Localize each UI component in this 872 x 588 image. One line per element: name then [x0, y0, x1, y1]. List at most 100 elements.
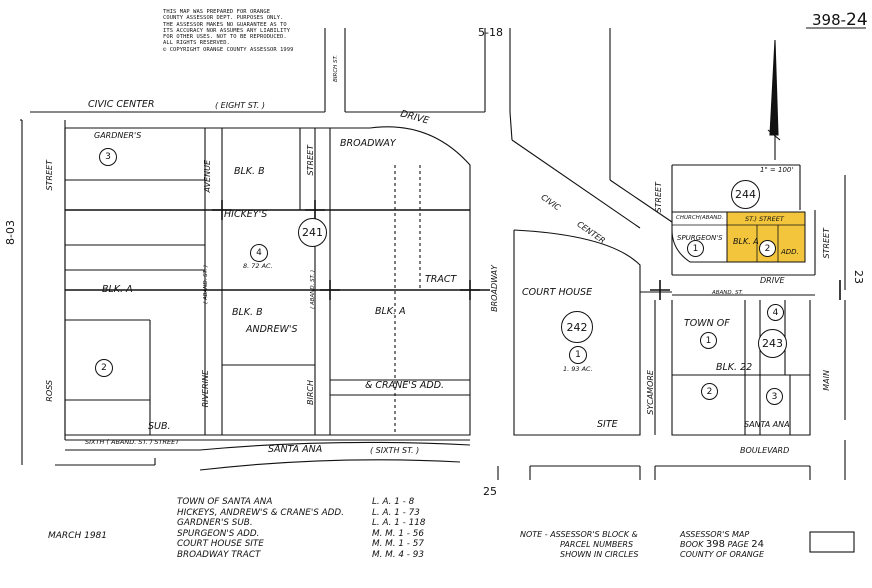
- note: NOTE - ASSESSOR'S BLOCK & PARCEL NUMBERS…: [520, 530, 638, 560]
- parcel-circle: 1: [569, 346, 587, 364]
- map-ref-prefix: 398-: [812, 11, 847, 29]
- legend-name: BROADWAY TRACT: [177, 549, 261, 560]
- parcel-circle: 4: [250, 244, 268, 262]
- block-b-mid: BLK. B: [232, 307, 263, 318]
- legend-row: COURT HOUSE SITE M. M. 1 - 57: [177, 539, 425, 550]
- town-of-santa-ana-block: [671, 300, 811, 436]
- book-reference: ASSESSOR'S MAP BOOK 398 PAGE 24 COUNTY O…: [680, 530, 764, 560]
- disclaimer-line: FOR OTHER USES. NOT TO BE REPRODUCED.: [163, 34, 287, 41]
- legend-ref: M. M. 1 - 56: [372, 528, 424, 539]
- street-st-street: ST.) STREET: [745, 215, 784, 223]
- street-sixth: SIXTH ( ABAND. ST. ) STREET: [85, 438, 180, 446]
- street-santa-ana: SANTA ANA: [268, 444, 323, 455]
- street-broadway: BROADWAY: [490, 265, 499, 312]
- street-boulevard: BOULEVARD: [740, 446, 790, 455]
- street-eight-st: ( EIGHT ST. ): [215, 101, 265, 110]
- page-label: PAGE: [727, 540, 749, 549]
- page-number: 24: [751, 539, 764, 550]
- legend-name: GARDNER'S SUB.: [177, 518, 253, 529]
- street-ross-street: STREET: [45, 160, 54, 191]
- street-aband-st: ( ABAND. ST. ): [203, 265, 209, 304]
- disclaimer-line: © COPYRIGHT ORANGE COUNTY ASSESSOR 1999: [163, 46, 294, 53]
- parcel-circle: 3: [99, 148, 117, 166]
- legend-row: HICKEYS, ANDREW'S & CRANE'S ADD.L. A. 1 …: [177, 508, 425, 519]
- parcel-circle: 3: [766, 388, 783, 405]
- parcel-circle-large: 244: [731, 180, 760, 209]
- legend-name: SPURGEON'S ADD.: [177, 528, 260, 539]
- legend-ref: L. A. 1 - 8: [372, 497, 415, 507]
- map-ref-number: 24: [846, 10, 868, 30]
- block-b-top: BLK. B: [234, 166, 265, 177]
- tract-add: ADD.: [781, 248, 799, 256]
- tract-broadway: BROADWAY: [340, 138, 396, 149]
- legend: TOWN OF SANTA ANA L. A. 1 - 8 HICKEYS, AN…: [177, 497, 425, 561]
- legend-ref: M. M. 4 - 93: [372, 549, 424, 560]
- parcel-circle: 2: [759, 240, 776, 257]
- book-line: COUNTY OF ORANGE: [680, 550, 765, 559]
- parcel-acres-court: 1. 93 AC.: [563, 365, 593, 373]
- parcel-circle: 1: [687, 240, 704, 257]
- parcel-circle-large: 243: [758, 329, 787, 358]
- street-ross: ROSS: [45, 380, 54, 402]
- street-avenue: AVENUE: [203, 160, 212, 193]
- map-date: MARCH 1981: [48, 531, 107, 541]
- street-sycamore: SYCAMORE: [646, 370, 655, 415]
- tract-site: SITE: [597, 419, 618, 430]
- parcel-circle: 2: [95, 359, 113, 377]
- tract-court-house: COURT HOUSE: [522, 287, 593, 298]
- tract-cranes: & CRANE'S ADD.: [365, 380, 445, 391]
- adjacent-map-right: 23: [852, 270, 865, 284]
- parcel-circle: 1: [700, 332, 717, 349]
- adjacent-map-bottom: 25: [483, 485, 497, 498]
- disclaimer-line: THIS MAP WAS PREPARED FOR ORANGE: [163, 9, 271, 15]
- book-line: ASSESSOR'S MAP: [680, 530, 750, 539]
- book-label: BOOK: [680, 540, 704, 549]
- street-church-aband: CHURCH(ABAND.: [676, 215, 724, 221]
- disclaimer-line: THE ASSESSOR MAKES NO GUARANTEE AS TO: [163, 21, 287, 28]
- street-aband-st-right: ABAND. ST.: [712, 290, 744, 296]
- parcel-circle-large: 242: [561, 311, 593, 343]
- legend-row: SPURGEON'S ADD. M. M. 1 - 56: [177, 529, 425, 540]
- legend-row: TOWN OF SANTA ANA L. A. 1 - 8: [177, 497, 425, 508]
- legend-ref: L. A. 1 - 73: [372, 507, 420, 518]
- parcel-circle: 2: [701, 383, 718, 400]
- legend-name: COURT HOUSE SITE: [177, 539, 264, 550]
- street-civic-center: CIVIC CENTER: [88, 99, 155, 110]
- street-birch-north: STREET: [306, 145, 315, 176]
- adjacent-map-left: 8-03: [4, 220, 17, 245]
- court-house-block: [513, 229, 641, 436]
- parcel-acres-4: 8. 72 AC.: [243, 262, 273, 270]
- book-line: BOOK 398 PAGE 24: [680, 540, 764, 550]
- tract-gardners-sub: SUB.: [148, 421, 171, 432]
- street-sycamore-street: STREET: [654, 182, 663, 213]
- street-main: MAIN: [822, 370, 831, 391]
- street-santa-ana-right: SANTA ANA: [744, 420, 790, 429]
- disclaimer-line: ITS ACCURACY NOR ASSUMES ANY LIABILITY: [163, 27, 291, 34]
- adjacent-map-top: 5-18: [478, 26, 503, 39]
- block-a-right: BLK. A: [375, 306, 406, 317]
- legend-name: TOWN OF SANTA ANA: [177, 497, 273, 507]
- block-22: BLK. 22: [716, 362, 753, 373]
- street-riverine: RIVERINE: [201, 370, 210, 408]
- street-sixth-st: ( SIXTH ST. ): [370, 446, 420, 455]
- legend-row: BROADWAY TRACT M. M. 4 - 93: [177, 550, 425, 561]
- street-drive-right: DRIVE: [760, 276, 785, 285]
- legend-row: GARDNER'S SUB. L. A. 1 - 118: [177, 518, 425, 529]
- tract-gardners: GARDNER'S: [94, 131, 142, 140]
- parcel-circle: 4: [767, 304, 784, 321]
- note-line: SHOWN IN CIRCLES: [560, 550, 639, 559]
- block-a-left: BLK. A: [102, 284, 133, 295]
- tract-spurgeons: SPURGEON'S: [677, 234, 723, 242]
- legend-ref: L. A. 1 - 118: [372, 518, 426, 529]
- civic-center-drive-diag: [511, 139, 641, 229]
- street-birch: BIRCH: [306, 380, 315, 406]
- map-reference: 398-24: [812, 10, 868, 30]
- disclaimer-line: ALL RIGHTS RESERVED.: [163, 40, 230, 47]
- note-line: NOTE - ASSESSOR'S BLOCK &: [520, 530, 638, 539]
- book-number: 398: [705, 539, 725, 550]
- block-a-small: BLK. A: [733, 237, 759, 246]
- note-line: PARCEL NUMBERS: [560, 540, 634, 549]
- legend-ref: M. M. 1 - 57: [372, 539, 424, 550]
- parcel-circle-large: 241: [298, 218, 327, 247]
